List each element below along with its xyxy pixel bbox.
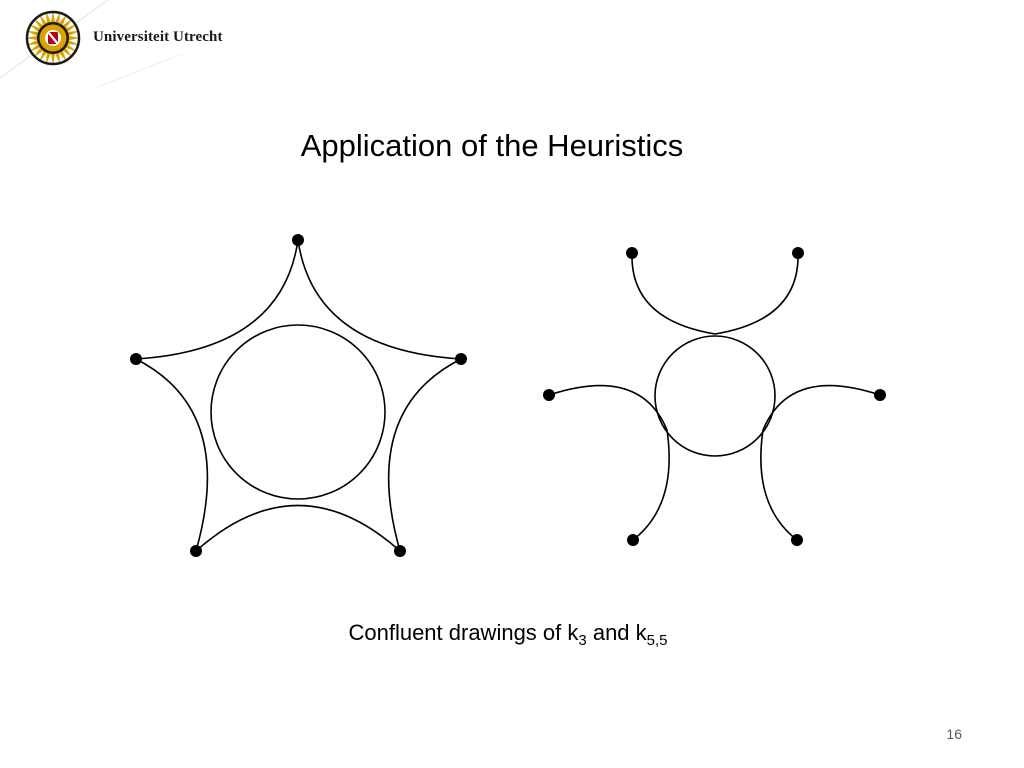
k3-arc-top-left (135, 239, 299, 360)
k3-central-circle (210, 324, 386, 500)
k55-node (543, 389, 555, 401)
k3-arc-top-right (297, 239, 462, 360)
k55-arc-left (548, 384, 670, 541)
k3-node (292, 234, 304, 246)
k3-arc-right-bottom (387, 358, 462, 552)
k55-node (791, 534, 803, 546)
k55-node (627, 534, 639, 546)
k55-node (792, 247, 804, 259)
k55-central-circle (654, 335, 776, 457)
caption-subscript-3: 3 (578, 632, 587, 649)
k3-node (190, 545, 202, 557)
caption-subscript-5-5: 5,5 (646, 632, 668, 649)
k55-node (874, 389, 886, 401)
k55-arc-top (631, 252, 799, 335)
k3-arc-left-bottom (135, 358, 209, 552)
university-seal-icon (25, 10, 81, 66)
university-name: Universiteit Utrecht (93, 29, 223, 45)
k3-node (394, 545, 406, 557)
k3-node (130, 353, 142, 365)
k3-arc-bottom (195, 504, 401, 552)
k3-node (455, 353, 467, 365)
caption-prefix: Confluent drawings of k (348, 620, 579, 645)
slide-title: Application of the Heuristics (300, 128, 684, 163)
page-number: 16 (946, 726, 962, 742)
caption-middle: and k (586, 620, 647, 645)
k55-arc-right (760, 384, 881, 541)
caption: Confluent drawings of k3 and k5,5 (0, 620, 1016, 649)
k55-node (626, 247, 638, 259)
